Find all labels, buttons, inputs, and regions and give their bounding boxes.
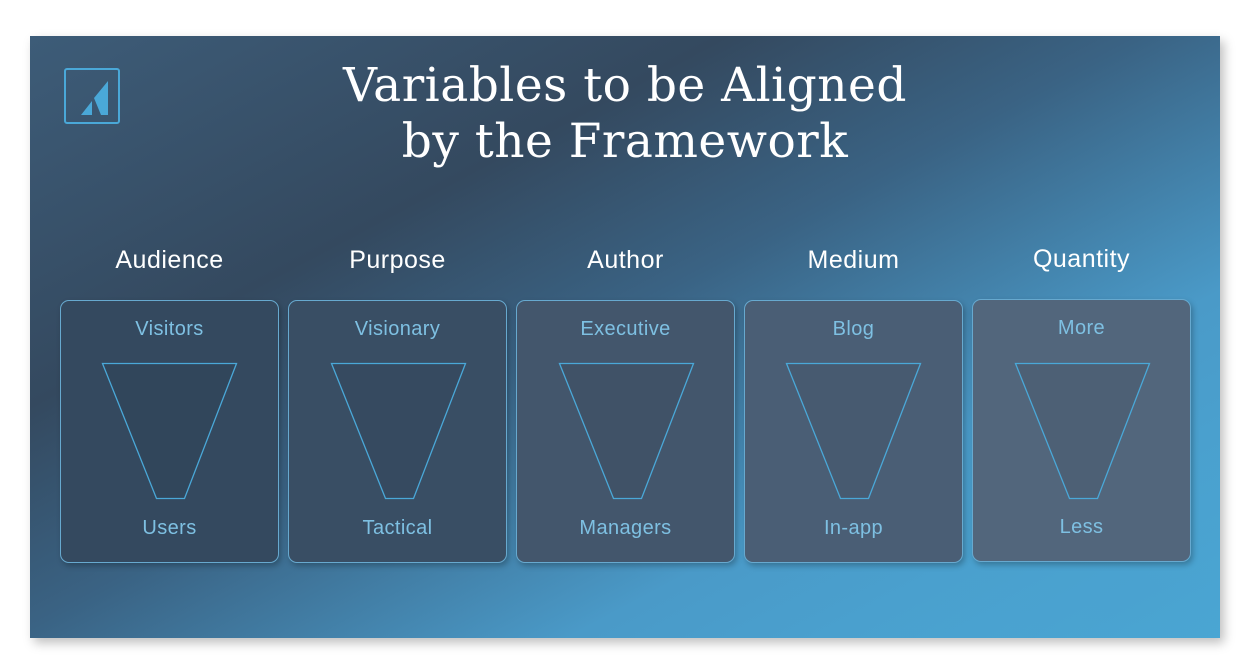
card-top-label: Executive [580,318,671,340]
brand-logo-icon [64,68,120,124]
card-purpose: Visionary Tactical [288,300,507,563]
card-bottom-label: Less [1059,516,1104,538]
card-bottom-label: Users [142,517,197,539]
card-author: Executive Managers [516,300,735,563]
funnel-icon [101,362,238,500]
slide: Variables to be Aligned by the Framework… [30,36,1220,638]
card-bottom-label: In-app [823,517,884,539]
funnel-icon [558,362,695,500]
column-heading-author: Author [587,246,664,274]
card-medium: Blog In-app [744,300,963,563]
column-heading-purpose: Purpose [349,246,446,274]
slide-title: Variables to be Aligned by the Framework [30,58,1220,170]
column-heading-audience: Audience [115,246,224,274]
title-line-1: Variables to be Aligned [343,58,907,113]
funnel-icon [1014,362,1151,500]
card-top-label: Visitors [135,318,204,340]
card-quantity: More Less [972,299,1191,562]
funnel-icon [330,362,467,500]
card-bottom-label: Managers [579,517,672,539]
card-bottom-label: Tactical [362,517,433,539]
funnel-icon [785,362,922,500]
card-top-label: Visionary [354,318,441,340]
card-top-label: Blog [832,318,875,340]
card-audience: Visitors Users [60,300,279,563]
title-line-2: by the Framework [401,114,849,169]
column-heading-medium: Medium [807,246,900,274]
card-top-label: More [1057,317,1106,339]
column-heading-quantity: Quantity [1032,245,1131,273]
